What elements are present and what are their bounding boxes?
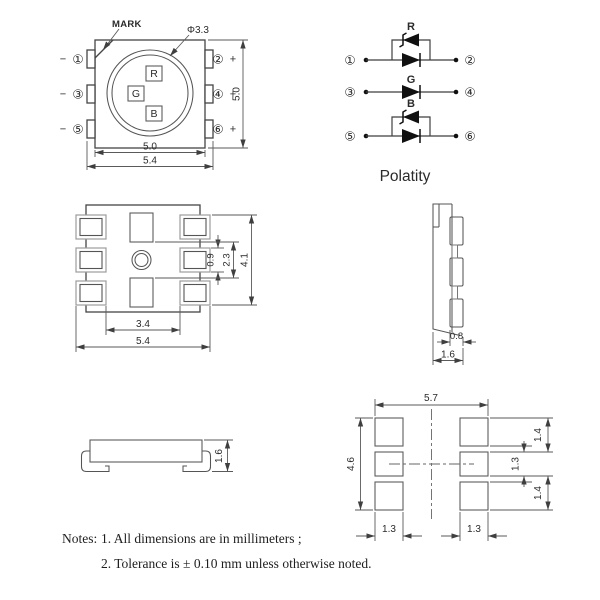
dim-text: 5.4 [136, 336, 150, 347]
pin-number: ⑥ [212, 122, 223, 137]
chip-markers: R G B [127, 65, 163, 122]
thermal-pad-bottom [129, 277, 154, 308]
lead-right [182, 450, 212, 473]
led-diode-icon [402, 129, 420, 143]
pin-number: ⑤ [344, 129, 355, 144]
pin-number: ① [72, 52, 83, 67]
circuit-caption: Polatity [380, 168, 431, 185]
dim-text: 1.3 [511, 457, 522, 471]
pin-number: ① [344, 53, 355, 68]
package-outline [432, 203, 461, 337]
circuit-row-g: ③ ④ G [344, 74, 475, 100]
dim-overall-width: 5.4 [86, 141, 214, 170]
lens-outer-circle [106, 49, 194, 137]
dim-text: 1.3 [467, 524, 481, 535]
pin-number: ⑥ [464, 129, 475, 144]
dim-text: 0.8 [450, 331, 463, 342]
dim-text: 5.7 [424, 393, 438, 404]
chip-label-g: G [132, 88, 140, 100]
top-view: R G B MARK Φ3.3 ① ③ ⑤ − − − ② ④ ⑥ + + + [60, 19, 248, 170]
package-pins [86, 49, 214, 139]
dim-text: 1.6 [214, 449, 225, 463]
dim-text: 1.4 [533, 486, 544, 500]
notes-line-2: 2. Tolerance is ± 0.10 mm unless otherwi… [101, 556, 372, 571]
dim-text: 2.3 [222, 253, 233, 266]
pin-number: ③ [72, 87, 83, 102]
notes-line-1: 1. All dimensions are in millimeters ; [101, 531, 302, 546]
pin-number: ② [464, 53, 475, 68]
bottom-pads [75, 214, 211, 306]
pin-number: ⑤ [72, 122, 83, 137]
package-outline [89, 439, 203, 463]
minus-sign: − [60, 124, 66, 136]
dim-pad-span: 4.1 [212, 214, 257, 306]
dim-overall-width: 5.7 [374, 393, 489, 416]
thermal-pad-top [129, 212, 154, 243]
chip-label-r: R [150, 68, 158, 80]
led-diode-icon [402, 53, 420, 67]
dim-overall-height: 4.6 [346, 417, 373, 511]
dim-overall-width: 5.4 [75, 306, 211, 352]
dim-rows-right: 1.4 1.3 1.4 [490, 417, 553, 511]
pin-numbers-left: ① ③ ⑤ − − − [60, 52, 84, 137]
dim-body-height: 5.0 [208, 39, 248, 149]
dim-body-width: 5.0 [94, 142, 206, 157]
minus-sign: − [60, 54, 66, 66]
plus-sign: + [230, 89, 236, 101]
lens-diameter-leader [169, 34, 190, 57]
minus-sign: − [60, 89, 66, 101]
dim-text: 0.9 [206, 253, 217, 266]
protection-diode-icon [403, 110, 419, 124]
lens-diameter-label: Φ3.3 [187, 25, 209, 36]
dim-text: 5.0 [143, 142, 157, 153]
dim-inner-pad-height: 0.9 [206, 235, 224, 285]
protection-diode-icon [403, 33, 419, 47]
dim-pin-width: 0.8 [437, 330, 476, 346]
dim-thickness: 1.6 [432, 332, 464, 365]
plus-sign: + [230, 54, 236, 66]
dim-text: 5.0 [232, 87, 243, 101]
notes: Notes: 1. All dimensions are in millimet… [62, 531, 372, 571]
lens-inner-circle [111, 54, 189, 132]
led-diode-icon [402, 85, 420, 99]
dim-pad-inner-width: 3.4 [105, 306, 181, 335]
pin-numbers-right: ② ④ ⑥ + + + [212, 52, 236, 137]
dim-text: 1.4 [533, 428, 544, 442]
dim-text: 4.6 [346, 457, 357, 471]
pin-number: ④ [212, 87, 223, 102]
plus-sign: + [230, 124, 236, 136]
package-outline [94, 39, 206, 149]
dim-text: 5.4 [143, 156, 157, 167]
circuit-row-r: ① ② R [344, 21, 475, 68]
dim-thickness: 1.6 [204, 439, 233, 472]
dim-text: 3.4 [136, 319, 150, 330]
pin-number: ④ [464, 85, 475, 100]
center-hole-inner [134, 252, 149, 268]
solder-pads [374, 417, 489, 511]
dim-text: 1.6 [441, 350, 455, 361]
dim-pad-widths-bottom: 1.3 1.3 [356, 512, 507, 541]
mark-label: MARK [112, 19, 142, 30]
channel-label: G [407, 74, 416, 86]
pin-number: ③ [344, 85, 355, 100]
center-hole-outer [131, 249, 152, 271]
channel-label: R [407, 21, 415, 33]
channel-label: B [407, 98, 415, 110]
notes-heading: Notes: [62, 531, 97, 546]
polarity-circuit: ① ② R ③ ④ G ⑤ ⑥ [344, 21, 475, 185]
pin-number: ② [212, 52, 223, 67]
chip-label-b: B [150, 108, 157, 120]
dim-text: 4.1 [240, 253, 251, 267]
lead-left [80, 450, 110, 473]
bottom-view: 0.9 2.3 4.1 3.4 5.4 [75, 204, 257, 352]
side-pins [449, 216, 464, 328]
solder-pad-layout: 5.7 4.6 1.4 1.3 1.4 [346, 393, 553, 541]
circuit-row-b: ⑤ ⑥ B [344, 98, 475, 144]
side-view-right: 0.8 1.6 [432, 203, 476, 365]
dim-center-gap: 2.3 [155, 241, 239, 279]
mark-leader-line [102, 28, 120, 51]
dim-text: 1.3 [382, 524, 396, 535]
side-view-front: 1.6 [80, 439, 233, 473]
